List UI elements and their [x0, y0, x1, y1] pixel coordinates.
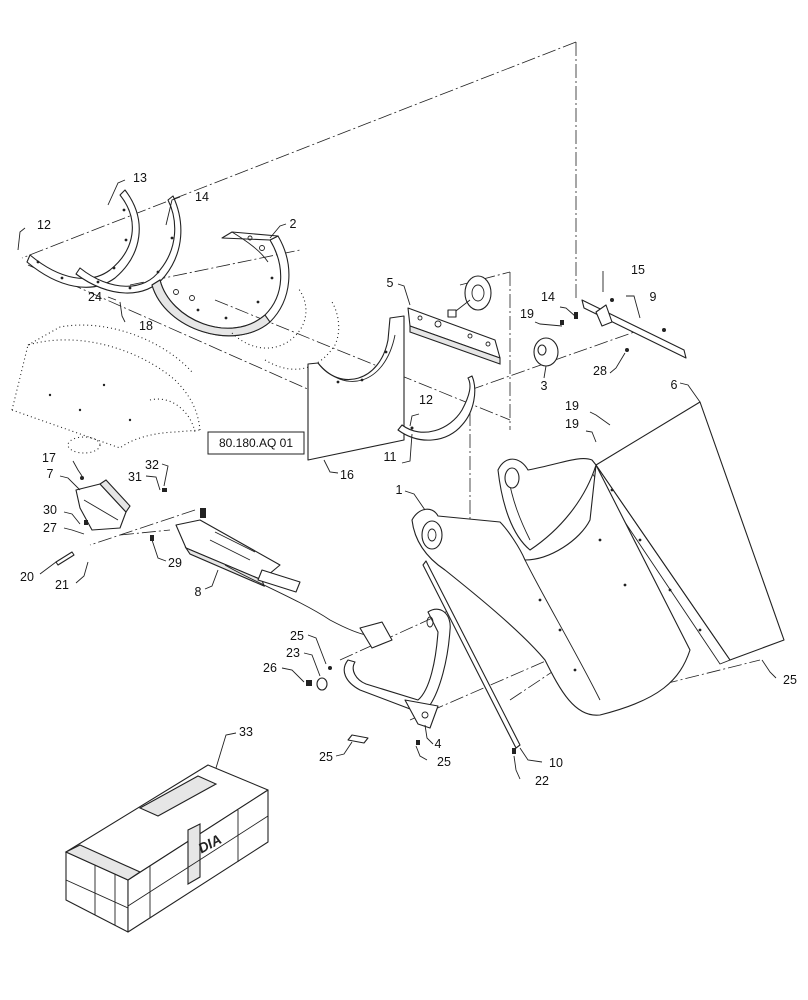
callout-2: 2 [290, 217, 297, 231]
callout-19-left: 18 [139, 319, 153, 333]
callout-19-mid: 19 [520, 307, 534, 321]
callout-25-bottom: 25 [437, 755, 451, 769]
callout-9: 9 [650, 290, 657, 304]
part-33-crate [64, 764, 269, 933]
callout-14: 14 [195, 190, 209, 204]
callout-33: 33 [239, 725, 253, 739]
callout-26: 25 [319, 750, 333, 764]
callout-12-mid: 12 [419, 393, 433, 407]
callout-12-left: 12 [37, 218, 51, 232]
callout-labels: 13 14 2 12 24 18 5 15 9 14 19 3 28 6 19 … [20, 171, 797, 788]
part-8-actuator [175, 508, 393, 649]
callout-20: 23 [286, 646, 300, 660]
callout-16: 14 [541, 290, 555, 304]
callout-5: 5 [387, 276, 394, 290]
callout-11: 11 [384, 450, 397, 464]
callout-27-left: 27 [43, 521, 57, 535]
callout-21: 22 [535, 774, 549, 788]
part-11-arc [397, 375, 476, 441]
sprocket [447, 275, 492, 318]
callout-24: 21 [55, 578, 69, 592]
callout-23: 20 [20, 570, 34, 584]
callout-10: 10 [549, 756, 563, 770]
part-10-rod [422, 560, 521, 754]
callout-7: 7 [47, 467, 54, 481]
part-14-curved-strip [75, 195, 182, 294]
part-15-panel [307, 315, 405, 461]
callout-25-strap: 25 [290, 629, 304, 643]
callout-17: 15 [631, 263, 645, 277]
hardware-28-20-25 [306, 666, 420, 745]
callout-29: 29 [168, 556, 182, 570]
reference-box[interactable]: 80.180.AQ 01 [207, 431, 305, 455]
callout-28: 26 [263, 661, 277, 675]
callout-6: 6 [671, 378, 678, 392]
part-2-rotor-housing [151, 231, 290, 337]
part-3-flange [533, 337, 559, 367]
part-9-bar [581, 298, 687, 359]
callout-3: 3 [541, 379, 548, 393]
callout-22: 19 [565, 399, 579, 413]
small-hardware-16-19 [560, 312, 629, 352]
callout-25-right: 25 [783, 673, 797, 687]
part-4-strap [343, 608, 451, 729]
part-5-bracket [407, 307, 501, 365]
callout-31: 31 [128, 470, 142, 484]
callout-1: 1 [396, 483, 403, 497]
reference-box-label: 80.180.AQ 01 [219, 436, 293, 450]
callout-13: 13 [133, 171, 147, 185]
callout-8: 8 [195, 585, 202, 599]
callout-25-left: 24 [88, 290, 102, 304]
callout-4: 4 [435, 737, 442, 751]
hidden-strips [231, 287, 340, 370]
part-1-chute [411, 458, 691, 716]
callout-27-right: 28 [593, 364, 607, 378]
reference-cylinder-dotted [11, 324, 201, 454]
callout-15: 16 [340, 468, 354, 482]
callout-30: 30 [43, 503, 57, 517]
callout-32: 32 [145, 458, 159, 472]
callout-19-right: 19 [565, 417, 579, 431]
leader-lines [17, 179, 777, 780]
callout-18: 17 [42, 451, 56, 465]
part-7-bracket [55, 476, 167, 566]
